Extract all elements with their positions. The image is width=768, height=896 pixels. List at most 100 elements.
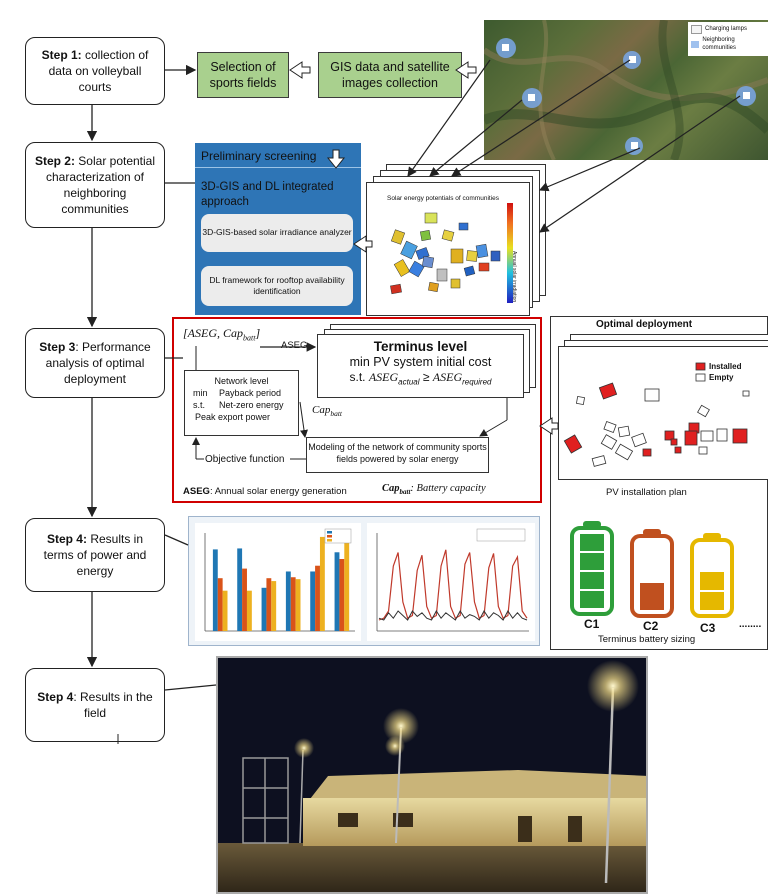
step2-box: Step 2: Solar potential characterization… bbox=[25, 142, 165, 228]
community-rooftop bbox=[400, 240, 418, 260]
dl-text: DL framework for rooftop availability id… bbox=[209, 274, 345, 296]
empty-field bbox=[600, 434, 618, 450]
map-lamp-marker bbox=[631, 142, 638, 149]
gis-text: GIS data and satellite images collection bbox=[330, 59, 450, 90]
community-rooftop bbox=[390, 283, 402, 295]
map-lamp-marker bbox=[502, 44, 509, 51]
battery-cell bbox=[580, 534, 604, 551]
empty-legend-icon bbox=[695, 373, 706, 382]
colorbar-label: Annual solar irradiation bbox=[511, 251, 517, 303]
installed-field bbox=[684, 430, 698, 446]
step4b-bold: Step 4 bbox=[37, 689, 74, 704]
installed-field bbox=[664, 430, 675, 441]
community-rooftop bbox=[428, 281, 439, 293]
community-rooftop bbox=[463, 265, 476, 277]
community-rooftop bbox=[390, 229, 406, 245]
deployment-title: Optimal deployment bbox=[596, 319, 693, 330]
energy-bar bbox=[344, 536, 350, 631]
lamp-light bbox=[385, 736, 405, 756]
energy-bar bbox=[290, 577, 296, 631]
lamp-pole bbox=[299, 749, 304, 844]
selection-text: Selection of sports fields bbox=[209, 59, 277, 90]
installed-field bbox=[732, 428, 748, 444]
building-door bbox=[568, 816, 582, 842]
battery-c3 bbox=[690, 538, 734, 618]
energy-bar bbox=[315, 565, 320, 631]
building-door bbox=[518, 816, 532, 842]
selection-box: Selection of sports fields bbox=[197, 52, 289, 98]
battery-c2 bbox=[630, 534, 674, 618]
empty-field bbox=[631, 432, 647, 448]
power-series-line bbox=[378, 610, 528, 621]
battery-cell bbox=[580, 572, 604, 589]
modeling-text: Modeling of the network of community spo… bbox=[308, 442, 487, 465]
community-legend-icon bbox=[691, 41, 700, 49]
lamp-pole bbox=[604, 687, 615, 884]
battery-label-c2: C2 bbox=[643, 619, 659, 633]
empty-field bbox=[716, 428, 728, 442]
community-rooftop bbox=[458, 222, 469, 231]
community-rooftop bbox=[478, 262, 490, 272]
map-lamp-marker bbox=[528, 94, 535, 101]
satellite-map: Charging lamps Neighboring communities bbox=[484, 20, 768, 160]
analyzer-text: 3D-GIS-based solar irradiance analyzer bbox=[202, 227, 352, 238]
battery-caption: Terminus battery sizing bbox=[598, 634, 696, 645]
empty-field bbox=[617, 425, 631, 438]
terminus-constraint: s.t. ASEGactual ≥ ASEGrequired bbox=[349, 370, 492, 387]
volleyball-net-frame bbox=[242, 757, 289, 844]
step4a-bold: Step 4: bbox=[46, 531, 87, 546]
terminus-box: Terminus level min PV system initial cos… bbox=[317, 334, 524, 398]
energy-bar bbox=[266, 578, 272, 631]
objective-label: Objective function bbox=[205, 454, 285, 465]
installed-legend-icon bbox=[695, 362, 706, 371]
community-rooftop bbox=[424, 212, 438, 224]
aseg-arrow-label: ASEG bbox=[281, 340, 308, 351]
deploy-card: Installed Empty bbox=[558, 346, 768, 480]
battery-cell bbox=[580, 591, 604, 608]
map-lamp-marker bbox=[629, 56, 636, 63]
empty-legend-label: Empty bbox=[709, 373, 734, 382]
battery-cap bbox=[703, 533, 721, 540]
step1-bold: Step 1: bbox=[41, 47, 82, 62]
lamp-light bbox=[294, 738, 314, 758]
community-rooftop bbox=[490, 250, 501, 262]
pv-plan-caption: PV installation plan bbox=[606, 487, 687, 498]
installed-field bbox=[642, 448, 652, 457]
empty-field bbox=[742, 390, 750, 397]
aseg-legend: ASEG: Annual solar energy generation bbox=[183, 486, 347, 497]
battery-cell bbox=[640, 582, 664, 610]
battery-cap bbox=[643, 529, 661, 536]
energy-bar bbox=[295, 579, 301, 631]
analyzer-box: 3D-GIS-based solar irradiance analyzer bbox=[201, 214, 353, 252]
energy-bar bbox=[339, 559, 345, 631]
battery-ellipsis: ........ bbox=[739, 619, 762, 630]
map-legend: Charging lamps Neighboring communities bbox=[688, 22, 768, 56]
dl-box: DL framework for rooftop availability id… bbox=[201, 266, 353, 306]
bar-legend-swatch bbox=[327, 531, 332, 534]
battery-cell bbox=[700, 571, 724, 590]
energy-bar bbox=[319, 536, 325, 631]
empty-field bbox=[698, 446, 708, 455]
map-legend-communities: Neighboring communities bbox=[702, 37, 737, 51]
step4a-text: Results in terms of power and energy bbox=[43, 531, 147, 579]
step2-bold: Step 2: bbox=[34, 153, 75, 168]
field-photo-scene bbox=[218, 658, 646, 892]
energy-bar bbox=[271, 581, 277, 631]
energy-bar bbox=[246, 590, 252, 631]
results-charts bbox=[188, 516, 540, 646]
energy-bar-chart bbox=[195, 523, 361, 641]
modeling-box: Modeling of the network of community spo… bbox=[306, 437, 489, 473]
solar-colorbar bbox=[507, 203, 513, 303]
building-window bbox=[338, 813, 358, 827]
installed-legend-label: Installed bbox=[709, 362, 742, 371]
battery-cap bbox=[583, 521, 601, 528]
empty-field bbox=[575, 395, 586, 406]
empty-field bbox=[644, 388, 660, 402]
community-rooftop bbox=[393, 259, 411, 277]
solar-chart-title: Solar energy potentials of communities bbox=[387, 195, 500, 202]
gis-box: GIS data and satellite images collection bbox=[318, 52, 462, 98]
solar-card: Solar energy potentials of communities A… bbox=[366, 182, 530, 316]
energy-bar bbox=[217, 578, 223, 631]
battery-label-c1: C1 bbox=[584, 617, 600, 631]
energy-bar bbox=[222, 590, 228, 631]
